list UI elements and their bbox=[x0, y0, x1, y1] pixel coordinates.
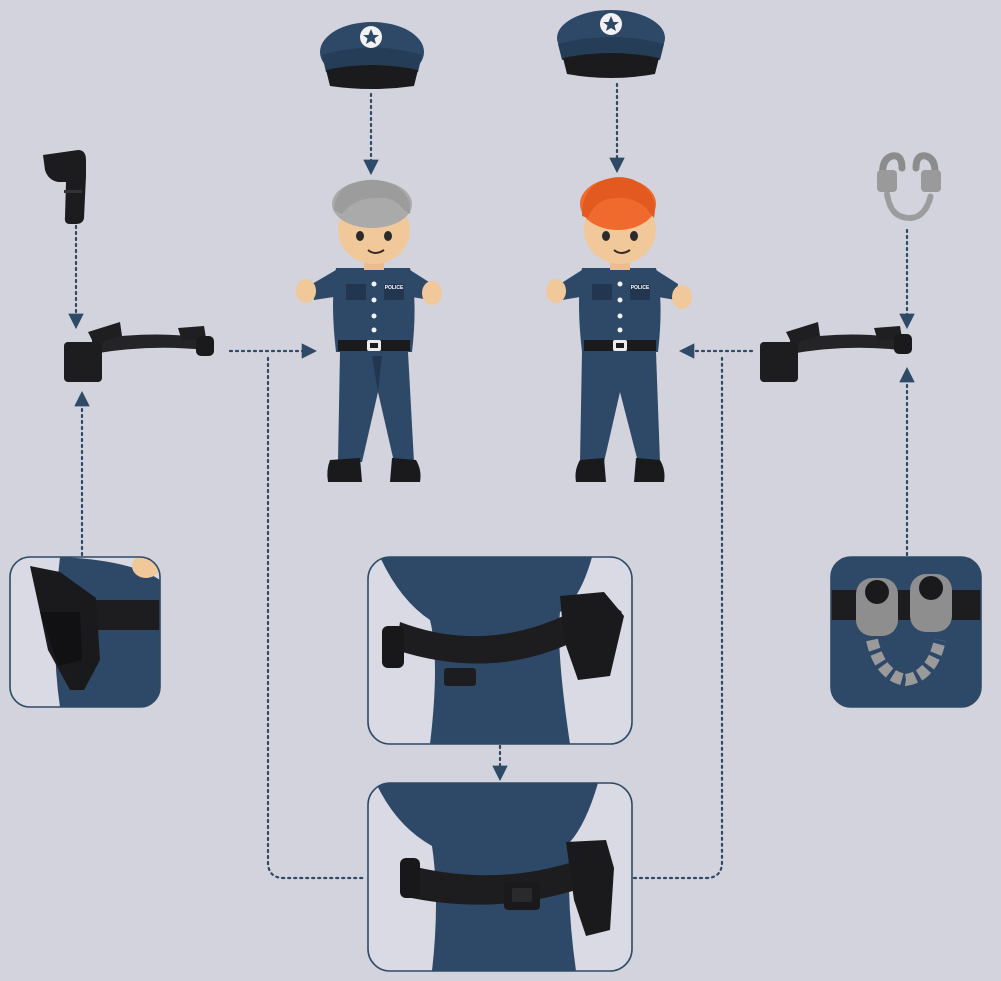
police-cap-left bbox=[320, 22, 424, 89]
belt-clasp-closed-detail-panel bbox=[368, 783, 632, 971]
uniform-badge-text: POLICE bbox=[385, 285, 404, 291]
handcuff-holder-detail-panel bbox=[831, 557, 981, 707]
belt-clasp-open-detail-panel bbox=[368, 557, 632, 744]
pistol-icon bbox=[43, 150, 86, 224]
connector-lines bbox=[76, 84, 907, 878]
duty-belt-right bbox=[760, 322, 912, 382]
police-figure-grey-hair: POLICE bbox=[296, 180, 442, 482]
uniform-badge-text: POLICE bbox=[631, 285, 650, 291]
duty-belt-left bbox=[64, 322, 214, 382]
police-cap-right bbox=[557, 10, 665, 78]
holster-detail-panel bbox=[10, 554, 162, 707]
police-figure-orange-hair: POLICE bbox=[546, 177, 692, 482]
handcuffs-icon bbox=[877, 156, 941, 218]
